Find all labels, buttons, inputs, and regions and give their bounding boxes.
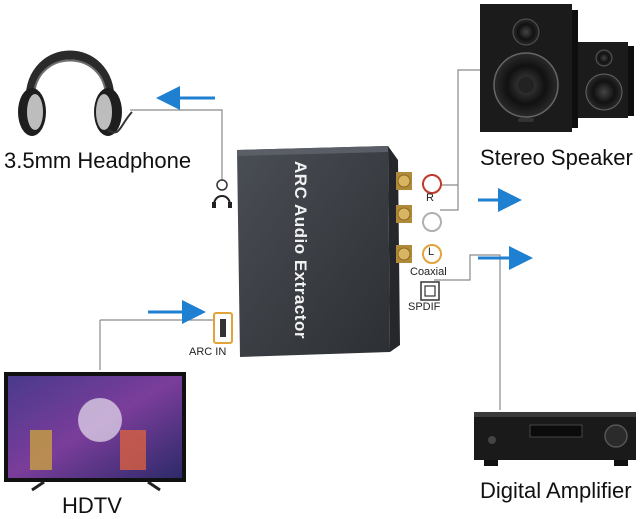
hdmi-port-icon: [213, 312, 233, 344]
speaker-label: Stereo Speaker: [480, 145, 633, 170]
port-r-label: R: [426, 192, 434, 204]
port-coaxial-label: Coaxial: [410, 266, 447, 278]
optical-port-icon: [420, 281, 440, 301]
speaker-icon: [480, 4, 578, 132]
device-name-label: ARC Audio Extractor: [291, 161, 310, 339]
port-coax-ring: [422, 244, 442, 264]
wires: [99, 69, 501, 410]
amplifier-icon: [474, 412, 636, 466]
port-r-ring: [422, 174, 442, 194]
port-spdif-label: SPDIF: [408, 301, 441, 313]
rca-jack-l: [396, 205, 412, 223]
headphone-icon: [18, 50, 133, 136]
port-l-label: L: [428, 246, 435, 258]
amplifier-label: Digital Amplifier: [480, 478, 632, 503]
port-l-ring: [422, 212, 442, 232]
rca-jack-coaxial: [396, 245, 412, 263]
arc-audio-extractor-device: [237, 146, 412, 357]
tv-icon: [4, 372, 186, 492]
signal-arrows: [148, 86, 533, 324]
hdtv-label: HDTV: [62, 493, 122, 518]
speaker-icon: [578, 42, 634, 118]
rca-jack-r: [396, 172, 412, 190]
headphone-jack-icon: [212, 179, 232, 208]
port-arc-in-label: ARC IN: [189, 346, 227, 358]
headphone-label: 3.5mm Headphone: [4, 148, 192, 173]
